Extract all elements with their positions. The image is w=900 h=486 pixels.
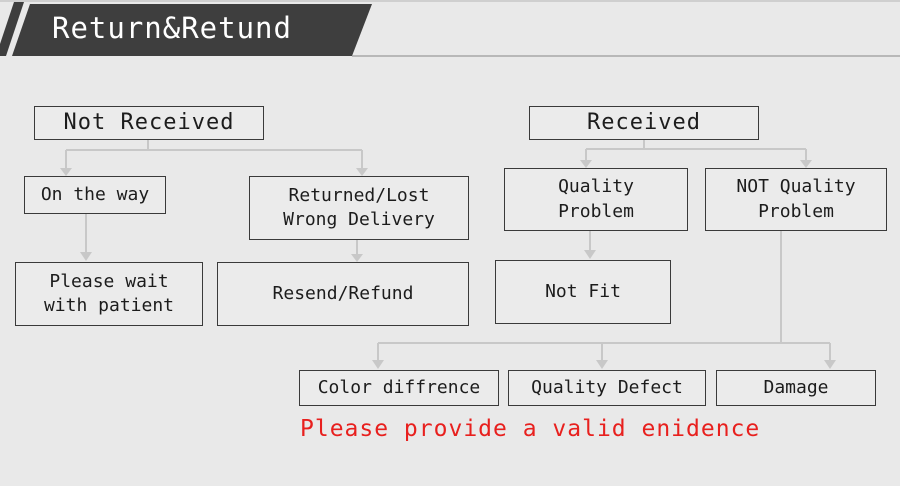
title-banner — [0, 0, 900, 57]
evidence-note: Please provide a valid enidence — [300, 416, 761, 442]
node-quality-problem: Quality Problem — [504, 168, 688, 231]
node-quality-defect: Quality Defect — [508, 370, 706, 406]
node-damage: Damage — [716, 370, 876, 406]
node-not-quality-problem: NOT Quality Problem — [705, 168, 887, 231]
node-color-difference: Color diffrence — [299, 370, 499, 406]
node-received: Received — [529, 106, 759, 140]
node-not-received: Not Received — [34, 106, 264, 140]
node-returned-lost-wrong-delivery: Returned/Lost Wrong Delivery — [249, 176, 469, 240]
node-on-the-way: On the way — [24, 176, 166, 214]
node-resend-refund: Resend/Refund — [217, 262, 469, 326]
node-not-fit: Not Fit — [495, 260, 671, 324]
page-title: Return&Retund — [52, 11, 292, 45]
node-please-wait: Please wait with patient — [15, 262, 203, 326]
